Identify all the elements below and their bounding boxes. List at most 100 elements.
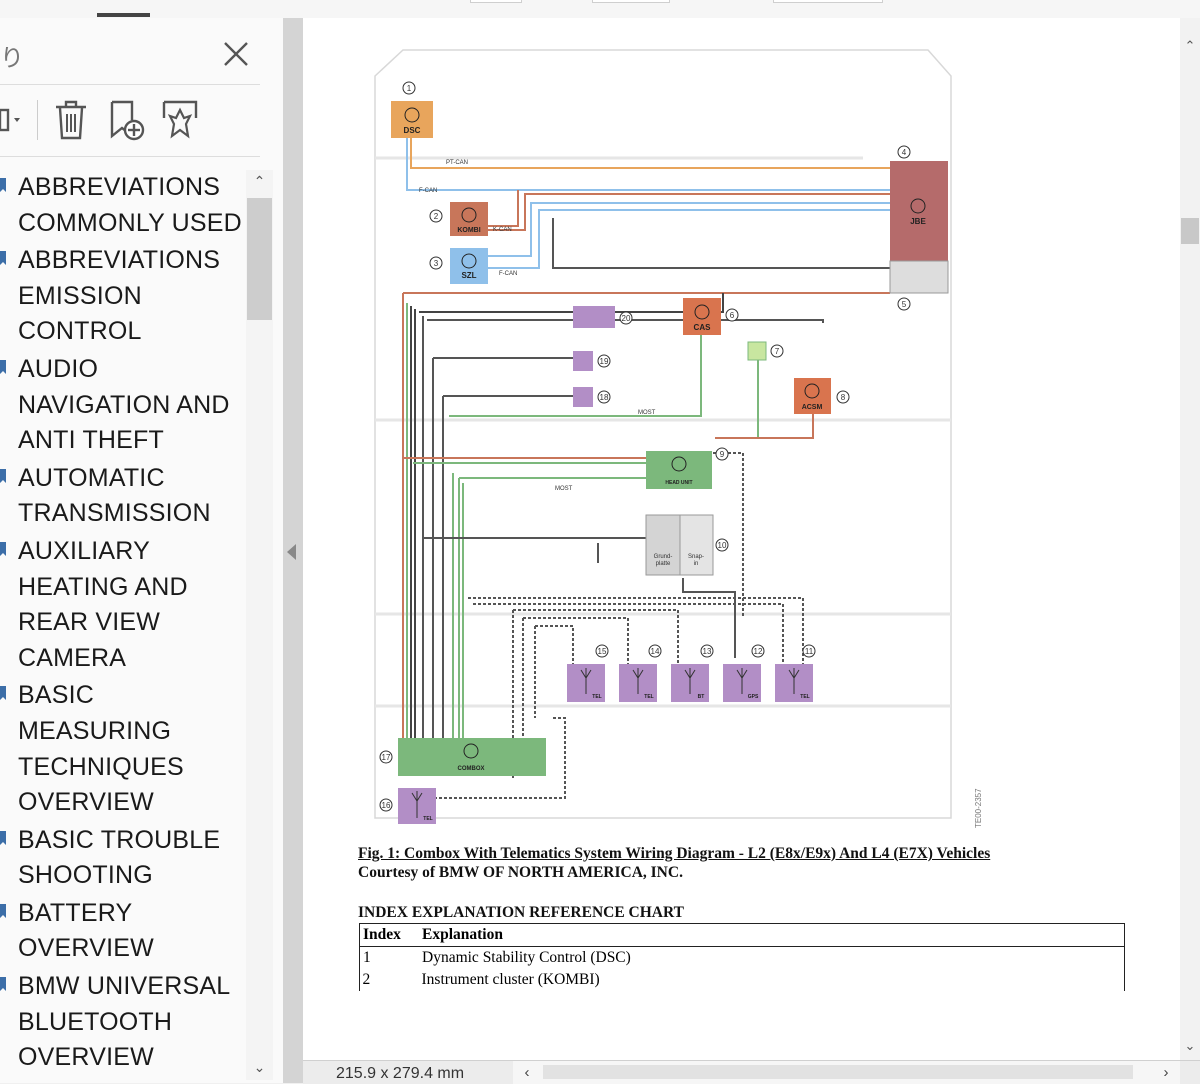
scroll-up-arrow-icon[interactable]: ⌃	[253, 173, 266, 189]
toolbar-field[interactable]	[592, 0, 670, 3]
scrollbar-thumb[interactable]	[543, 1065, 1133, 1079]
divider	[0, 84, 260, 85]
header-explanation: Explanation	[422, 926, 503, 943]
combox-label: COMBOX	[458, 766, 485, 772]
grundplatte-module	[645, 514, 681, 576]
bookmark-item[interactable]: BASIC TROUBLE SHOOTING	[0, 823, 246, 894]
bus-label-f-can: F-CAN	[419, 188, 437, 194]
bookmark-properties-icon[interactable]	[160, 98, 200, 142]
figure-caption: Fig. 1: Combox With Telematics System Wi…	[358, 844, 990, 882]
wiring-diagram: 1 2 3 4 5 6 7 8 9 10 11 12 13 14 15 16 1…	[374, 49, 983, 828]
index-chart-table: Index Explanation 1 Dynamic Stability Co…	[358, 923, 1125, 991]
num-11: 11	[805, 647, 814, 656]
bookmark-list-scrollbar[interactable]: ⌃ ⌄	[246, 170, 273, 1080]
bookmark-label: AUDIO NAVIGATION AND ANTI THEFT	[18, 354, 230, 455]
bookmark-item[interactable]: BMW UNIVERSAL BLUETOOTH OVERVIEW	[0, 969, 246, 1076]
options-dropdown-icon[interactable]	[0, 98, 24, 142]
scrollbar-thumb[interactable]	[247, 198, 272, 320]
svg-text:TEL: TEL	[592, 694, 601, 700]
num-19: 19	[600, 357, 609, 366]
status-bar: 215.9 x 279.4 mm ‹ ›	[303, 1060, 1200, 1084]
snapin-module	[679, 514, 714, 576]
num-9: 9	[720, 450, 725, 459]
pdf-page: 1 2 3 4 5 6 7 8 9 10 11 12 13 14 15 16 1…	[303, 18, 1180, 1060]
bookmark-item[interactable]: BASIC MEASURING TECHNIQUES OVERVIEW	[0, 678, 246, 820]
num-13: 13	[703, 647, 712, 656]
bookmark-item[interactable]: AUDIO NAVIGATION AND ANTI THEFT	[0, 352, 246, 459]
bookmark-item[interactable]: ABBREVIATIONS COMMONLY USED	[0, 170, 246, 241]
scrollbar-thumb[interactable]	[1181, 218, 1199, 244]
caption-title: Fig. 1: Combox With Telematics System Wi…	[358, 845, 991, 862]
num-8: 8	[841, 393, 846, 402]
header-index: Index	[363, 926, 401, 943]
collapse-panel-icon[interactable]	[287, 544, 296, 560]
svg-text:TEL: TEL	[800, 694, 809, 700]
index-chart-title: INDEX EXPLANATION REFERENCE CHART	[358, 904, 684, 921]
document-vertical-scrollbar[interactable]: ⌃ ⌄	[1180, 18, 1200, 1060]
bookmark-icon	[0, 178, 6, 192]
jbe-module	[890, 161, 948, 261]
bookmarks-panel: り ABBREVIATIONS COMMONLY U	[0, 18, 283, 1083]
kombi-label: KOMBI	[457, 227, 480, 234]
table-row: 1 Dynamic Stability Control (DSC)	[360, 947, 1124, 969]
num-1: 1	[407, 84, 412, 93]
bookmark-label: BASIC MEASURING TECHNIQUES OVERVIEW	[18, 681, 184, 817]
num-17: 17	[382, 753, 391, 762]
scroll-up-arrow-icon[interactable]: ⌃	[1184, 38, 1196, 53]
bus-label-k-can: K-CAN	[493, 227, 512, 233]
bookmark-item[interactable]: ABBREVIATIONS EMISSION CONTROL	[0, 243, 246, 350]
svg-text:GPS: GPS	[748, 694, 759, 700]
toolbar-field[interactable]	[773, 0, 883, 3]
toolbar-field[interactable]	[470, 0, 522, 3]
close-icon[interactable]	[222, 40, 250, 68]
svg-text:TEL: TEL	[644, 694, 653, 700]
bookmark-icon	[0, 541, 6, 556]
table-row: 2 Instrument cluster (KOMBI)	[358, 969, 1125, 991]
bookmark-label: BASIC TROUBLE SHOOTING	[18, 825, 221, 890]
scroll-down-arrow-icon[interactable]: ⌄	[253, 1059, 266, 1075]
page-size-readout: 215.9 x 279.4 mm	[336, 1065, 465, 1082]
row-explanation: Instrument cluster (KOMBI)	[421, 971, 600, 988]
num-16: 16	[382, 801, 391, 810]
toolbar-separator	[37, 100, 38, 140]
scroll-left-arrow-icon[interactable]: ‹	[524, 1064, 530, 1081]
add-bookmark-icon[interactable]	[106, 98, 146, 142]
num-3: 3	[434, 259, 439, 268]
delete-bookmark-icon[interactable]	[52, 98, 92, 142]
document-viewer[interactable]: 1 2 3 4 5 6 7 8 9 10 11 12 13 14 15 16 1…	[303, 18, 1180, 1060]
figure-code: TE00-2357	[974, 788, 983, 828]
head-unit-label: HEAD UNIT	[665, 480, 692, 486]
bookmark-icon	[0, 251, 6, 266]
cas-module	[683, 298, 721, 335]
bookmark-item[interactable]: BATTERY OVERVIEW	[0, 896, 246, 967]
num-15: 15	[598, 647, 607, 656]
document-horizontal-scrollbar[interactable]: ‹ ›	[513, 1061, 1180, 1084]
snapin-label: Snap-in	[688, 554, 704, 567]
active-tab-indicator	[97, 13, 150, 17]
row-explanation: Dynamic Stability Control (DSC)	[422, 949, 631, 966]
panel-splitter[interactable]	[283, 18, 303, 1083]
scroll-down-arrow-icon[interactable]: ⌄	[1184, 1038, 1196, 1053]
panel-title: り	[0, 45, 24, 72]
bookmark-label: BMW UNIVERSAL BLUETOOTH OVERVIEW	[18, 972, 231, 1072]
bookmark-item[interactable]: AUTOMATIC TRANSMISSION	[0, 461, 246, 532]
num-2: 2	[434, 212, 439, 221]
divider	[0, 156, 260, 157]
top-toolbar-strip	[0, 0, 1200, 19]
bookmark-icon	[0, 977, 6, 992]
bookmark-item[interactable]: AUXILIARY HEATING AND REAR VIEW CAMERA	[0, 534, 246, 676]
bookmark-label: ABBREVIATIONS COMMONLY USED	[18, 173, 242, 237]
bookmark-icon	[0, 359, 6, 374]
cas-label: CAS	[694, 323, 712, 332]
caption-credit: Courtesy of BMW OF NORTH AMERICA, INC.	[358, 864, 683, 881]
jbe-label: JBE	[910, 217, 926, 226]
bus-label-most-1: MOST	[638, 410, 656, 416]
component-19	[573, 351, 593, 371]
row-index: 2	[362, 971, 371, 988]
table-header-row: Index Explanation	[360, 924, 1124, 947]
num-14: 14	[651, 647, 660, 656]
num-20: 20	[622, 314, 631, 323]
scroll-right-arrow-icon[interactable]: ›	[1163, 1064, 1169, 1081]
num-18: 18	[600, 393, 609, 402]
bookmark-icon	[0, 468, 6, 483]
